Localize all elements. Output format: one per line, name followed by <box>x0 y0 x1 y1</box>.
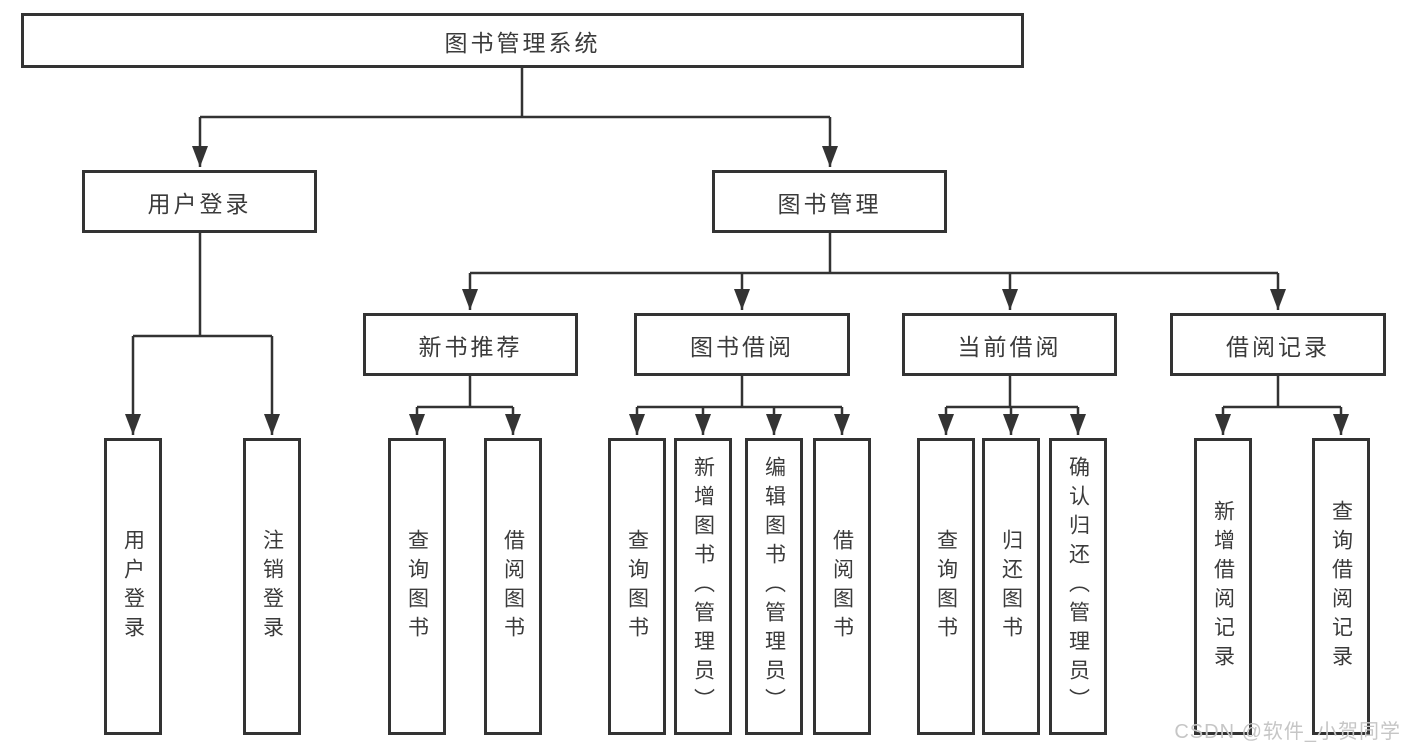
node-user-login: 用户登录 <box>82 170 317 233</box>
node-book-borrowing: 图书借阅 <box>634 313 850 376</box>
leaf-query-books-borrow: 查询图书 <box>608 438 666 735</box>
leaf-borrow-books-recommend: 借阅图书 <box>484 438 542 735</box>
leaf-user-login: 用户登录 <box>104 438 162 735</box>
leaf-query-books-current: 查询图书 <box>917 438 975 735</box>
csdn-watermark: CSDN @软件_小贺同学 <box>1174 721 1401 743</box>
node-current-borrowing: 当前借阅 <box>902 313 1117 376</box>
node-new-book-recommendation: 新书推荐 <box>363 313 578 376</box>
node-library-management-system: 图书管理系统 <box>21 13 1024 68</box>
tree-rails <box>133 68 1341 409</box>
node-borrowing-records: 借阅记录 <box>1170 313 1386 376</box>
leaf-query-borrow-record: 查询借阅记录 <box>1312 438 1370 735</box>
leaf-logout: 注销登录 <box>243 438 301 735</box>
tree-arrows <box>125 117 1349 435</box>
leaf-borrow-books: 借阅图书 <box>813 438 871 735</box>
leaf-edit-book-admin: 编辑图书（管理员） <box>745 438 803 735</box>
leaf-return-book: 归还图书 <box>982 438 1040 735</box>
node-book-management: 图书管理 <box>712 170 947 233</box>
leaf-add-borrow-record: 新增借阅记录 <box>1194 438 1252 735</box>
leaf-query-books-recommend: 查询图书 <box>388 438 446 735</box>
leaf-add-book-admin: 新增图书（管理员） <box>674 438 732 735</box>
leaf-confirm-return-admin: 确认归还（管理员） <box>1049 438 1107 735</box>
